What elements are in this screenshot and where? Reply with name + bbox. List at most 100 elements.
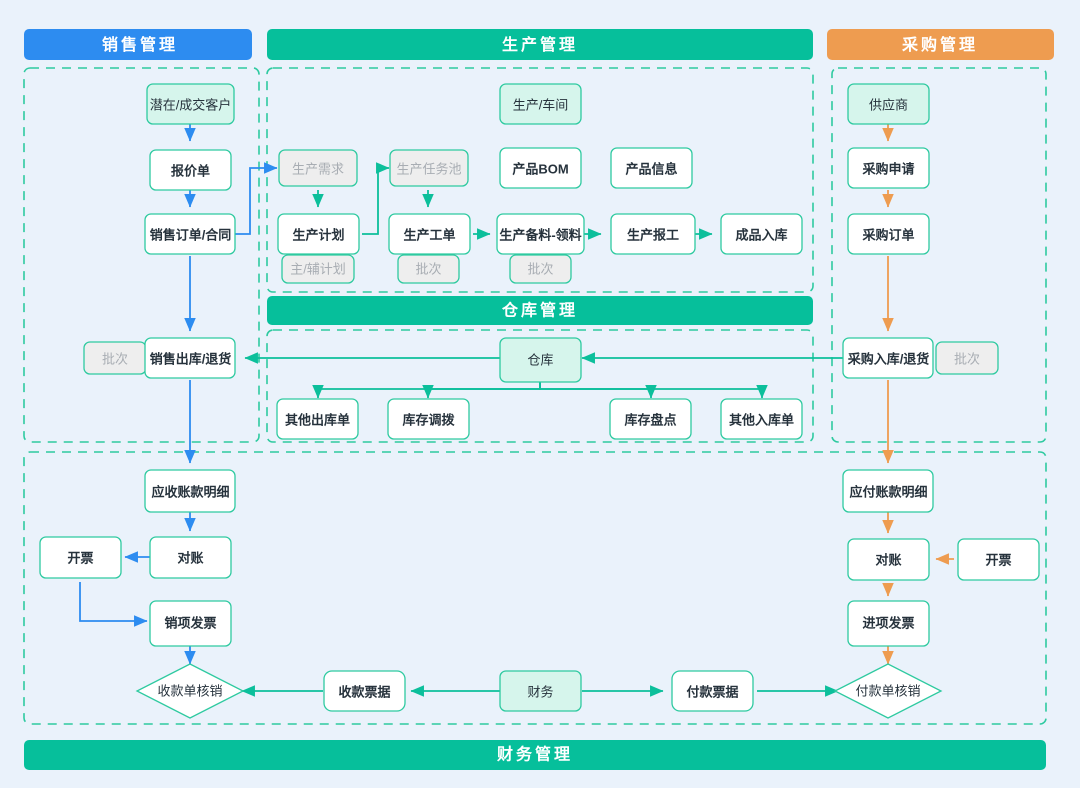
node-warehouse-label: 仓库 <box>527 353 553 368</box>
node-quotation-label: 报价单 <box>171 164 210 179</box>
node-material-pickup-label: 生产备料-领料 <box>499 228 581 243</box>
node-inventory-transfer[interactable]: 库存调拨 <box>387 398 470 440</box>
node-other-outbound-label: 其他出库单 <box>285 413 350 428</box>
node-inventory-count-label: 库存盘点 <box>624 413 676 428</box>
node-other-outbound[interactable]: 其他出库单 <box>276 398 359 440</box>
node-invoice-issue-ar[interactable]: 开票 <box>39 536 122 579</box>
header-warehouse: 仓库管理 <box>267 296 813 325</box>
node-master-sub-plan-label: 主/辅计划 <box>290 262 346 277</box>
node-sales-delivery-label: 销售出库/退货 <box>150 352 232 367</box>
edge-invoice-issue-to-sales-invoice <box>79 582 148 627</box>
group-container-finance <box>23 451 1047 725</box>
node-input-invoice-label: 进项发票 <box>862 616 914 631</box>
node-production-plan-label: 生产计划 <box>292 228 344 243</box>
edge-warehouse-to-other-in <box>539 382 768 399</box>
node-product-info-label: 产品信息 <box>625 162 677 177</box>
node-batch-pickup[interactable]: 批次 <box>509 254 572 284</box>
node-material-pickup[interactable]: 生产备料-领料 <box>496 213 585 255</box>
node-finance-center[interactable]: 财务 <box>499 670 582 712</box>
node-payment-clearing[interactable]: 付款单核销 <box>833 663 943 719</box>
node-batch-pickup-label: 批次 <box>527 262 553 277</box>
header-finance-label: 财务管理 <box>496 745 573 764</box>
node-production-workshop[interactable]: 生产/车间 <box>499 83 582 125</box>
node-supplier[interactable]: 供应商 <box>847 83 930 125</box>
node-purchase-requisition-label: 采购申请 <box>861 162 914 177</box>
node-batch-sales-label: 批次 <box>102 352 128 367</box>
node-finance-center-label: 财务 <box>527 685 553 700</box>
node-sales-order-label: 销售订单/合同 <box>150 228 232 243</box>
edge-plan-to-taskpool <box>362 162 390 235</box>
node-batch-workorder[interactable]: 批次 <box>397 254 460 284</box>
node-batch-workorder-label: 批次 <box>415 262 441 277</box>
node-output-invoice-label: 销项发票 <box>164 616 216 631</box>
node-other-inbound[interactable]: 其他入库单 <box>720 398 803 440</box>
node-finished-goods-in[interactable]: 成品入库 <box>720 213 803 255</box>
header-production: 生产管理 <box>267 29 813 60</box>
node-output-invoice[interactable]: 销项发票 <box>149 600 232 647</box>
group-container-warehouse <box>266 329 814 443</box>
header-warehouse-label: 仓库管理 <box>501 301 578 320</box>
node-production-report[interactable]: 生产报工 <box>610 213 696 255</box>
node-production-demand-label: 生产需求 <box>292 162 344 177</box>
node-ar-detail-label: 应收账款明细 <box>151 485 229 500</box>
node-receipt-clearing[interactable]: 收款单核销 <box>135 663 245 719</box>
node-ap-detail-label: 应付账款明细 <box>849 485 927 500</box>
node-warehouse[interactable]: 仓库 <box>499 337 582 383</box>
node-inventory-transfer-label: 库存调拨 <box>402 413 455 428</box>
edge-warehouse-to-other-out <box>312 382 541 399</box>
node-master-sub-plan[interactable]: 主/辅计划 <box>281 254 355 284</box>
node-supplier-label: 供应商 <box>869 98 908 113</box>
edge-order-to-demand <box>234 162 278 235</box>
header-purchase-label: 采购管理 <box>901 35 978 54</box>
node-work-order[interactable]: 生产工单 <box>388 213 471 255</box>
header-finance: 财务管理 <box>24 740 1046 770</box>
node-ar-detail[interactable]: 应收账款明细 <box>144 469 236 513</box>
edge-warehouse-to-stocktake <box>539 382 657 399</box>
node-purchase-receipt-label: 采购入库/退货 <box>847 352 930 367</box>
node-production-plan[interactable]: 生产计划 <box>277 213 360 255</box>
node-invoice-issue-ar-label: 开票 <box>67 551 93 566</box>
node-purchase-requisition[interactable]: 采购申请 <box>847 147 930 189</box>
node-product-bom[interactable]: 产品BOM <box>499 147 582 189</box>
node-task-pool[interactable]: 生产任务池 <box>389 149 469 187</box>
node-production-workshop-label: 生产/车间 <box>513 98 569 113</box>
node-reconciliation-ap[interactable]: 对账 <box>847 538 930 581</box>
edge-warehouse-to-transfer <box>422 382 541 399</box>
node-reconciliation-ap-label: 对账 <box>875 553 901 568</box>
node-receipt-clearing-label: 收款单核销 <box>157 684 222 699</box>
header-production-label: 生产管理 <box>502 35 578 54</box>
node-reconciliation-ar[interactable]: 对账 <box>149 536 232 579</box>
node-ap-detail[interactable]: 应付账款明细 <box>842 469 934 513</box>
node-input-invoice[interactable]: 进项发票 <box>847 600 930 647</box>
node-purchase-order-label: 采购订单 <box>861 228 914 243</box>
node-purchase-order[interactable]: 采购订单 <box>847 213 930 255</box>
node-product-info[interactable]: 产品信息 <box>610 147 693 189</box>
node-sales-order[interactable]: 销售订单/合同 <box>144 213 236 255</box>
node-production-demand[interactable]: 生产需求 <box>278 149 358 187</box>
node-quotation[interactable]: 报价单 <box>149 149 232 191</box>
node-payment-voucher-label: 付款票据 <box>686 685 738 700</box>
group-container-purchase <box>831 67 1047 443</box>
header-purchase: 采购管理 <box>827 29 1054 60</box>
node-payment-clearing-label: 付款单核销 <box>855 684 920 699</box>
node-finished-goods-in-label: 成品入库 <box>735 228 787 243</box>
node-sales-delivery[interactable]: 销售出库/退货 <box>144 337 236 379</box>
node-product-bom-label: 产品BOM <box>512 162 568 177</box>
group-container-sales <box>23 67 260 443</box>
node-production-report-label: 生产报工 <box>627 228 679 243</box>
node-batch-purchase[interactable]: 批次 <box>935 341 999 375</box>
node-inventory-count[interactable]: 库存盘点 <box>609 398 692 440</box>
header-sales: 销售管理 <box>24 29 252 60</box>
node-receipt-voucher-label: 收款票据 <box>338 685 390 700</box>
node-other-inbound-label: 其他入库单 <box>729 413 794 428</box>
node-receipt-voucher[interactable]: 收款票据 <box>323 670 406 712</box>
node-reconciliation-ar-label: 对账 <box>177 551 203 566</box>
node-purchase-receipt[interactable]: 采购入库/退货 <box>842 337 934 379</box>
node-payment-voucher[interactable]: 付款票据 <box>671 670 754 712</box>
node-work-order-label: 生产工单 <box>403 228 455 243</box>
node-potential-customer[interactable]: 潜在/成交客户 <box>146 83 235 125</box>
node-potential-customer-label: 潜在/成交客户 <box>150 98 232 113</box>
node-invoice-issue-ap[interactable]: 开票 <box>957 538 1040 581</box>
node-batch-sales[interactable]: 批次 <box>83 341 147 375</box>
